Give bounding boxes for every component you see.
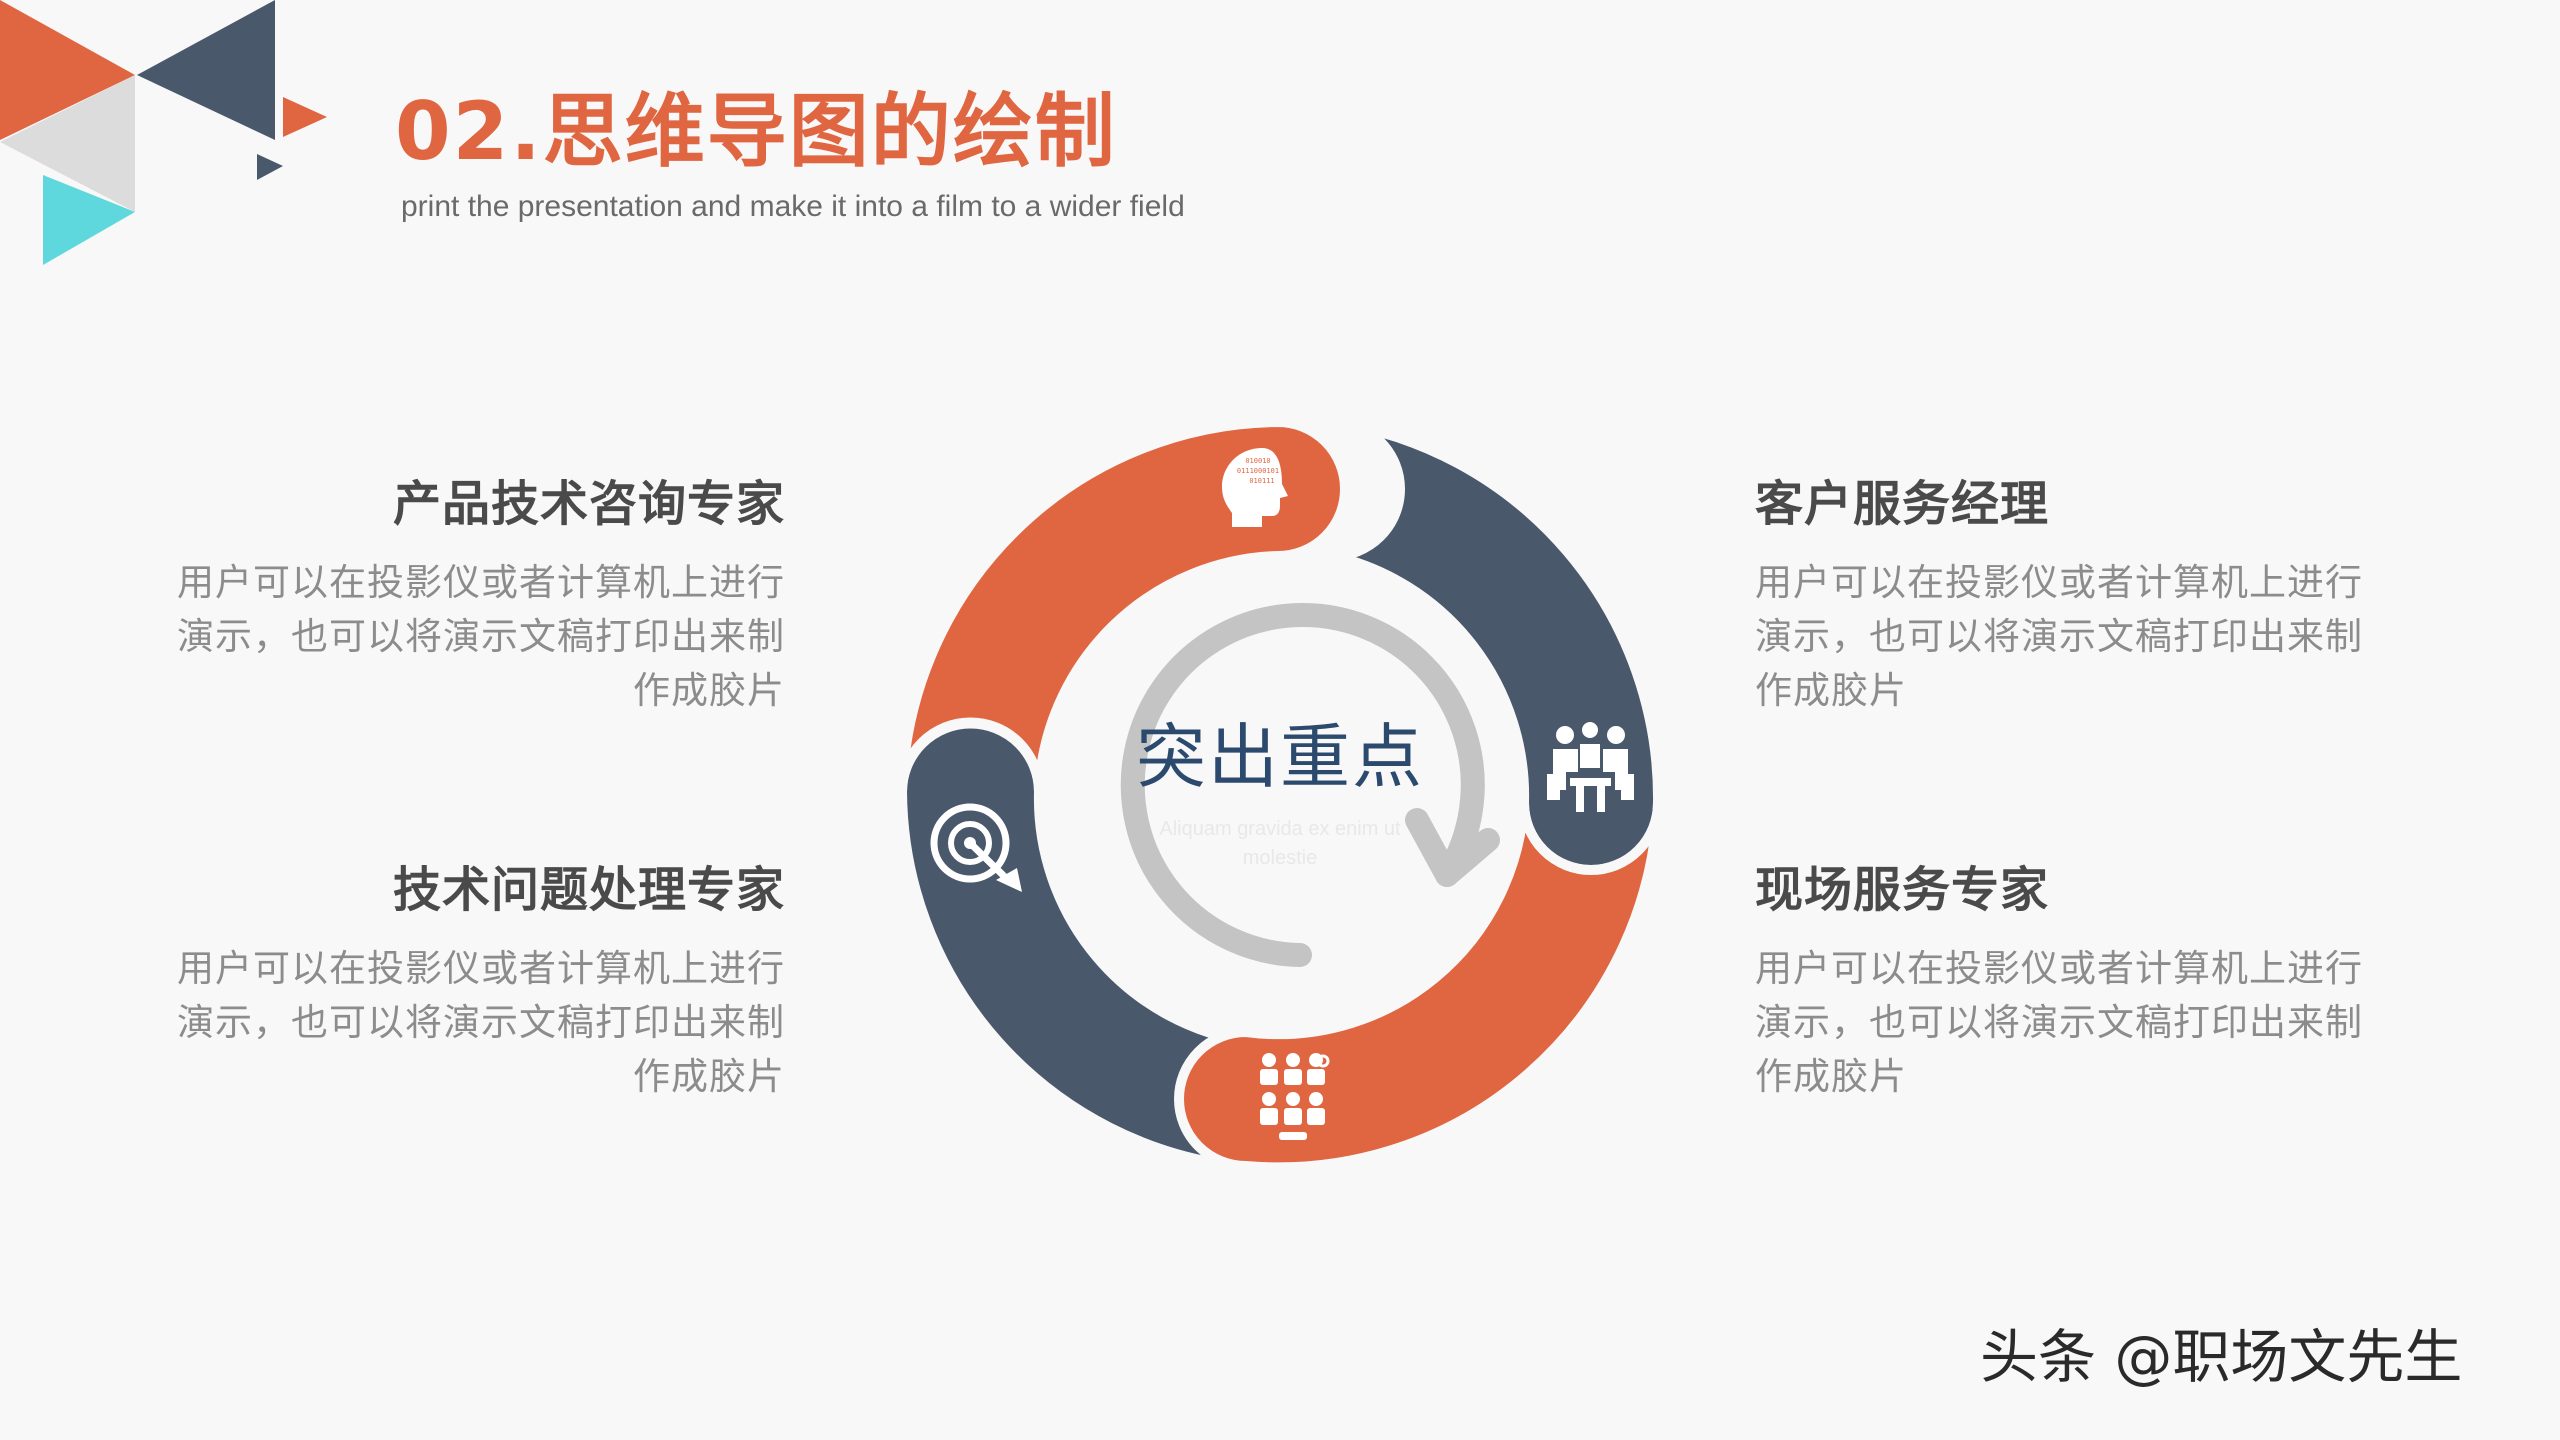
corner-triangle-orange bbox=[0, 0, 135, 140]
desc-line: 演示，也可以将演示文稿打印出来制 bbox=[177, 615, 785, 658]
desc-line: 演示，也可以将演示文稿打印出来制 bbox=[177, 1001, 785, 1044]
block-heading: 客户服务经理 bbox=[1755, 476, 2050, 532]
desc-line: 作成胶片 bbox=[1755, 669, 1907, 712]
slide-subtitle: print the presentation and make it into … bbox=[401, 190, 1185, 223]
corner-triangles-decoration bbox=[0, 0, 327, 265]
team-meeting-icon bbox=[1547, 722, 1634, 812]
text-block-customer-service-manager: 客户服务经理 用户可以在投影仪或者计算机上进行 演示，也可以将演示文稿打印出来制… bbox=[1755, 480, 2365, 718]
group-people-icon bbox=[1260, 1053, 1330, 1140]
target-icon bbox=[930, 803, 1022, 892]
desc-line: 作成胶片 bbox=[1755, 1055, 1907, 1098]
text-block-technical-problem-expert: 技术问题处理专家 用户可以在投影仪或者计算机上进行 演示，也可以将演示文稿打印出… bbox=[175, 866, 785, 1104]
corner-triangle-cyan bbox=[43, 175, 135, 265]
desc-line: 用户可以在投影仪或者计算机上进行 bbox=[177, 561, 785, 604]
block-description: 用户可以在投影仪或者计算机上进行 演示，也可以将演示文稿打印出来制 作成胶片 bbox=[1755, 556, 2365, 718]
corner-triangle-small-slate bbox=[257, 154, 283, 180]
watermark: 头条 @职场文先生 bbox=[1980, 1323, 2463, 1391]
desc-line: 作成胶片 bbox=[633, 1055, 785, 1098]
brain-binary-line-2: 0111000101 bbox=[1237, 467, 1279, 475]
corner-triangle-small-orange bbox=[283, 97, 327, 137]
block-heading: 现场服务专家 bbox=[1755, 862, 2050, 918]
corner-triangle-slate bbox=[137, 0, 275, 140]
block-heading: 技术问题处理专家 bbox=[392, 862, 785, 918]
desc-line: 演示，也可以将演示文稿打印出来制 bbox=[1755, 1001, 2363, 1044]
center-subtitle: Aliquam gravida ex enim ut molestie bbox=[1159, 818, 1401, 869]
center-loop-arrowhead bbox=[1405, 808, 1500, 887]
text-block-product-consultant: 产品技术咨询专家 用户可以在投影仪或者计算机上进行 演示，也可以将演示文稿打印出… bbox=[175, 480, 785, 718]
block-description: 用户可以在投影仪或者计算机上进行 演示，也可以将演示文稿打印出来制 作成胶片 bbox=[175, 942, 785, 1104]
desc-line: 演示，也可以将演示文稿打印出来制 bbox=[1755, 615, 2363, 658]
brain-binary-line-3: 010111 bbox=[1249, 477, 1274, 485]
desc-line: 用户可以在投影仪或者计算机上进行 bbox=[1755, 947, 2363, 990]
block-heading: 产品技术咨询专家 bbox=[392, 476, 785, 532]
text-block-field-service-expert: 现场服务专家 用户可以在投影仪或者计算机上进行 演示，也可以将演示文稿打印出来制… bbox=[1755, 866, 2365, 1104]
slide-title: 02.思维导图的绘制 bbox=[395, 85, 1117, 178]
desc-line: 用户可以在投影仪或者计算机上进行 bbox=[1755, 561, 2363, 604]
desc-line: 作成胶片 bbox=[633, 669, 785, 712]
center-loop-arrow bbox=[1120, 603, 1485, 967]
corner-triangle-gray bbox=[0, 75, 135, 212]
block-description: 用户可以在投影仪或者计算机上进行 演示，也可以将演示文稿打印出来制 作成胶片 bbox=[175, 556, 785, 718]
desc-line: 用户可以在投影仪或者计算机上进行 bbox=[177, 947, 785, 990]
brain-head-icon: 010010 0111000101 010111 bbox=[1222, 448, 1288, 527]
brain-binary-line-1: 010010 bbox=[1245, 457, 1270, 465]
center-title: 突出重点 bbox=[1136, 716, 1424, 798]
block-description: 用户可以在投影仪或者计算机上进行 演示，也可以将演示文稿打印出来制 作成胶片 bbox=[1755, 942, 2365, 1104]
